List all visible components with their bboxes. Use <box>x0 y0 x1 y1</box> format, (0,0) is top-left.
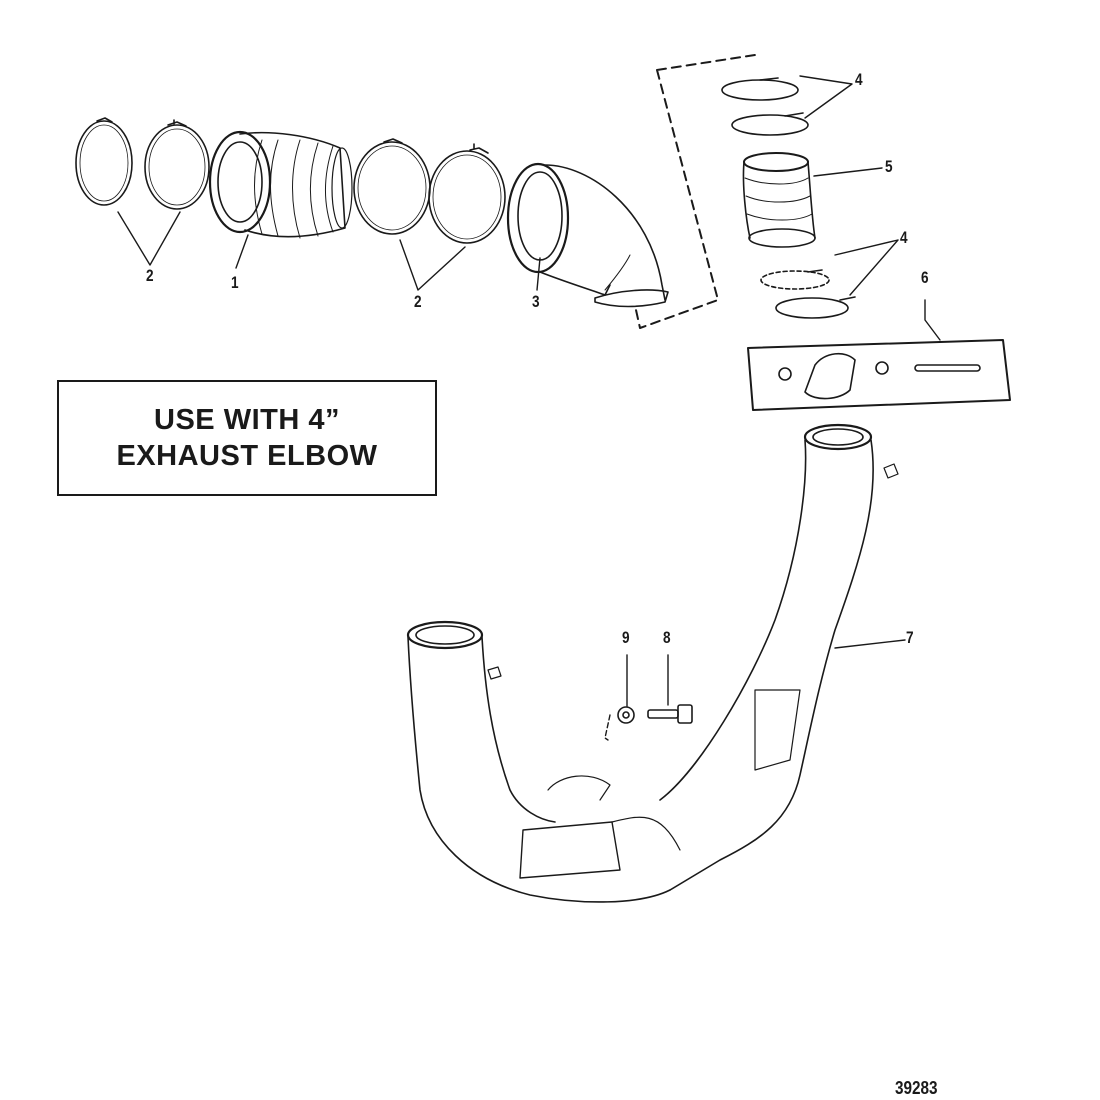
leader-4-lower <box>834 239 899 296</box>
leader-2-left <box>117 211 181 266</box>
callout-2-left: 2 <box>146 266 154 285</box>
upper-hose-clamp-top <box>721 77 799 101</box>
usage-note-line-1: USE WITH 4” <box>154 404 340 436</box>
leader-3 <box>536 257 541 291</box>
callout-1: 1 <box>231 273 239 292</box>
callout-3: 3 <box>532 292 540 311</box>
callout-6: 6 <box>921 268 929 287</box>
leader-4-upper <box>799 75 853 119</box>
exhaust-elbow <box>506 162 669 308</box>
hose-clamp-middle-inner <box>428 143 506 244</box>
leader-7 <box>834 639 906 649</box>
callout-4-upper: 4 <box>855 70 863 89</box>
mounting-plate <box>747 339 1011 411</box>
usage-note-box: USE WITH 4” EXHAUST ELBOW <box>57 380 437 496</box>
hose-clamp-middle-outer <box>353 138 431 235</box>
callout-7: 7 <box>906 628 914 647</box>
lower-hose-clamp-first <box>760 269 830 290</box>
upper-exhaust-hose <box>742 152 816 248</box>
hose-clamp-left-outer <box>75 117 133 206</box>
leader-washer-to-pipe <box>604 714 611 741</box>
usage-note-line-2: EXHAUST ELBOW <box>116 440 378 472</box>
lower-hose-clamp-second <box>775 296 856 319</box>
leader-lines <box>117 75 941 741</box>
callout-2-middle: 2 <box>414 292 422 311</box>
callout-8: 8 <box>663 628 671 647</box>
leader-2-middle <box>399 239 466 291</box>
exhaust-hose-coupler <box>208 130 353 239</box>
exhaust-y-pipe <box>406 423 899 903</box>
assembly-bracket <box>635 54 756 329</box>
figure-number: 39283 <box>895 1078 938 1098</box>
leader-1 <box>235 234 249 269</box>
callout-4-lower: 4 <box>900 228 908 247</box>
leader-5 <box>813 167 883 177</box>
upper-hose-clamp-second <box>731 112 809 136</box>
lock-washer <box>617 706 635 724</box>
callout-9: 9 <box>622 628 630 647</box>
cap-screw <box>647 704 693 724</box>
callout-5: 5 <box>885 157 893 176</box>
hose-clamp-left-inner <box>144 119 210 210</box>
leader-6 <box>924 299 941 341</box>
